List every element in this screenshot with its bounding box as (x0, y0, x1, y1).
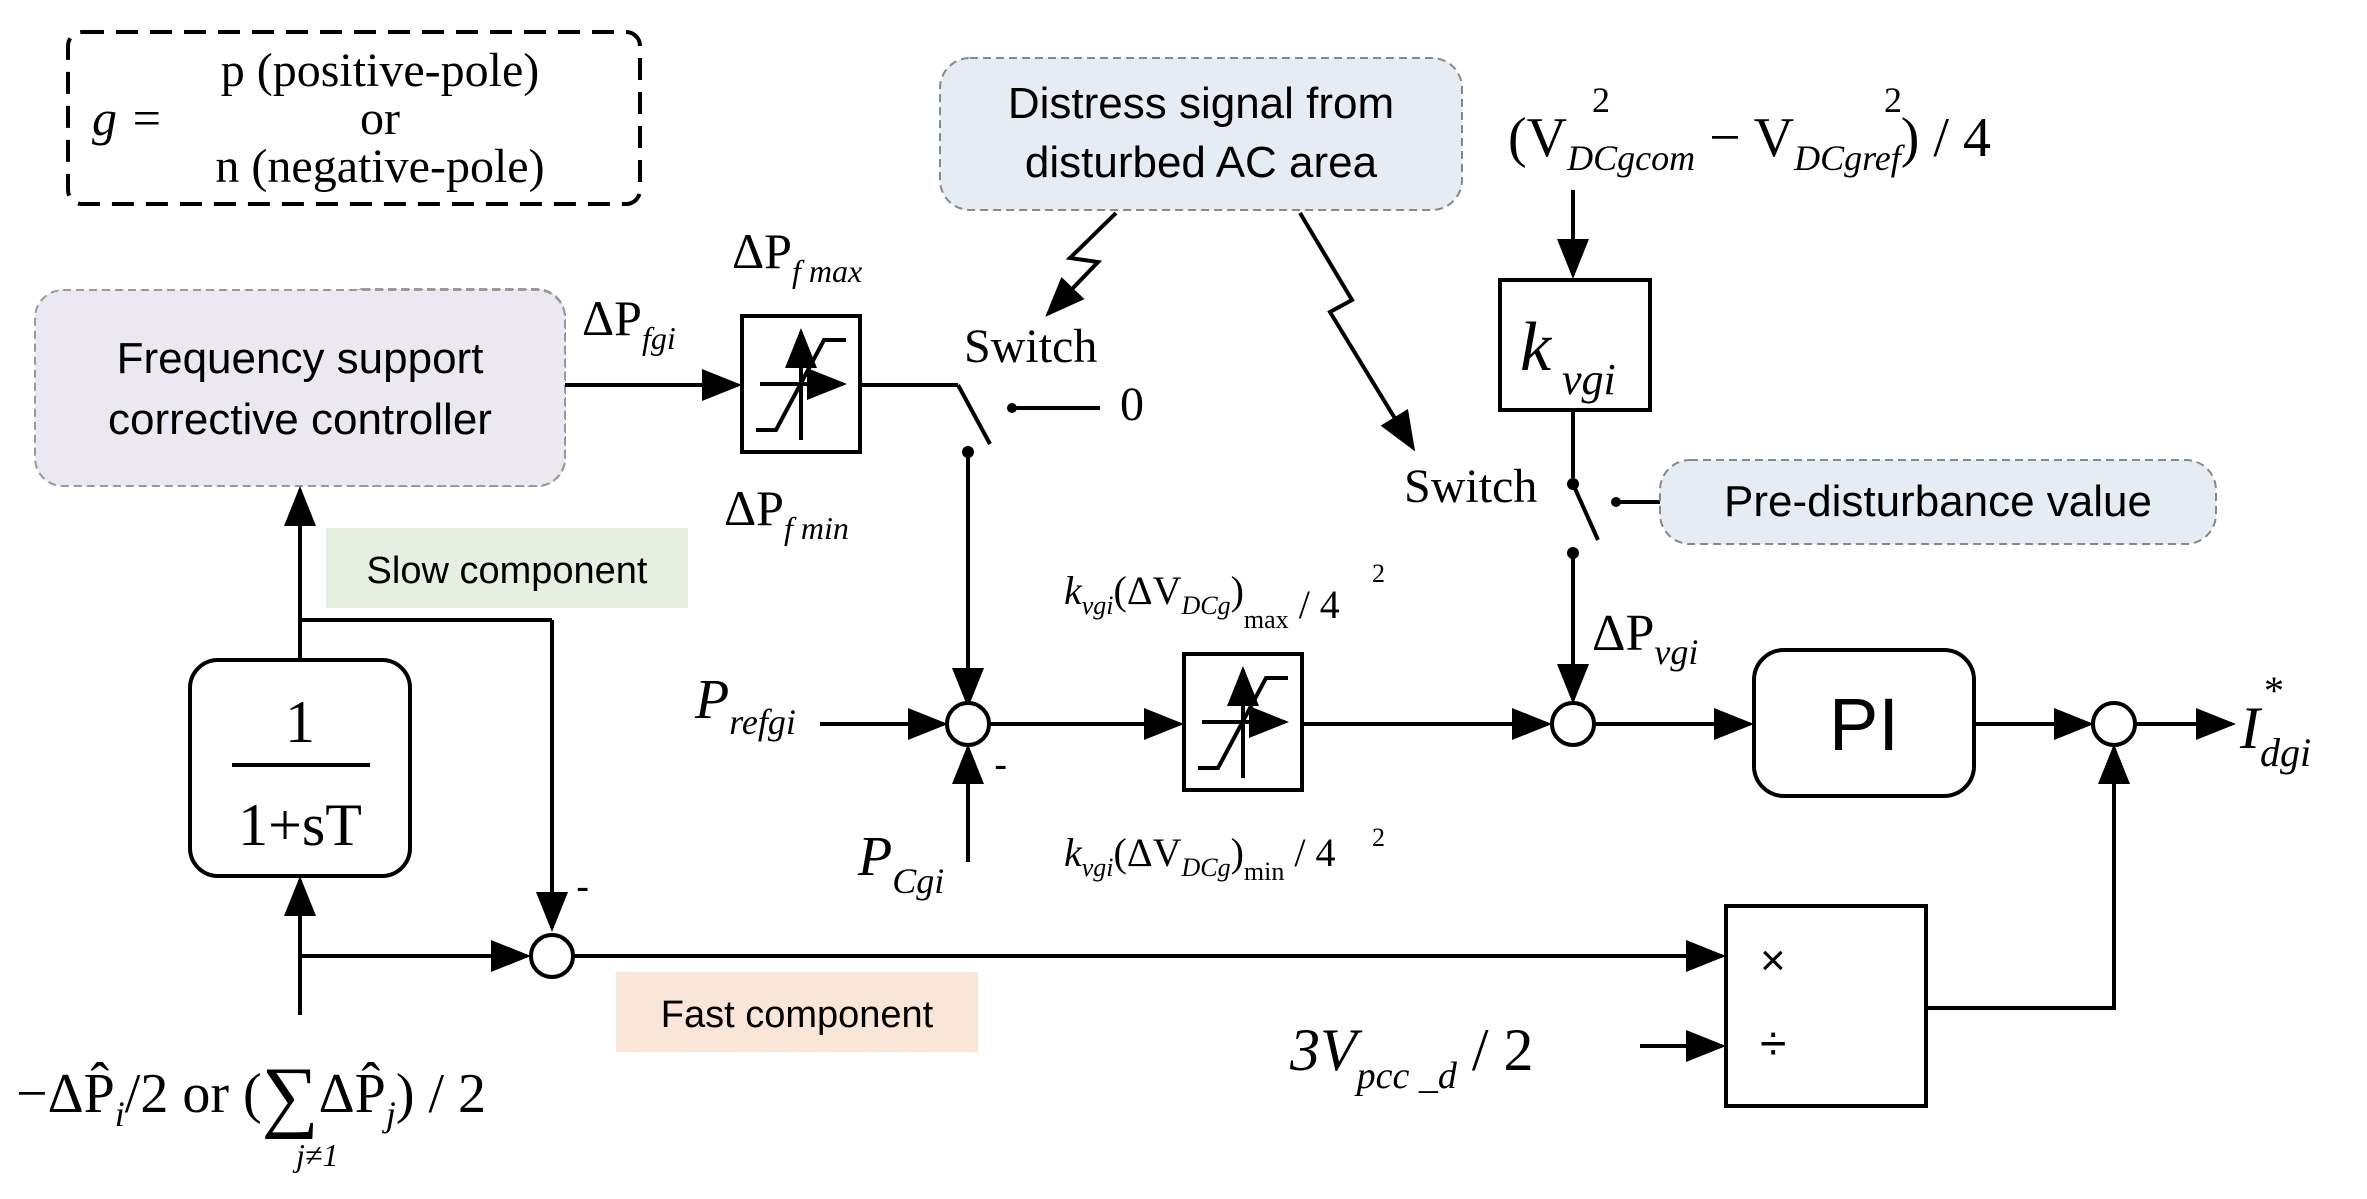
label-pcgi: PCgi (857, 826, 944, 901)
mult-sign: × (1760, 936, 1786, 985)
label-input-expr: −ΔP̂i/2 or (∑ΔP̂j) / 2 (16, 1052, 486, 1140)
label-vdc-sq1: 2 (1592, 80, 1610, 120)
pole-legend: g = p (positive-pole) or n (negative-pol… (66, 30, 642, 206)
freq-support-box (34, 289, 566, 487)
sum-junction-1 (945, 701, 991, 747)
legend-line1: p (positive-pole) (221, 44, 540, 97)
label-lim2-max-sq: 2 (1372, 559, 1385, 588)
lowpass-filter-block: 1 1+sT (188, 658, 412, 878)
pi-controller-block: PI (1752, 648, 1976, 798)
label-lim2-min-sq: 2 (1372, 823, 1385, 852)
limiter-2 (1182, 652, 1304, 792)
label-dpvgi: ΔPvgi (1592, 605, 1698, 672)
svg-text:PI: PI (1829, 683, 1899, 766)
legend-g: g = (92, 90, 163, 146)
label-switch2: Switch (1404, 460, 1537, 513)
label-switch1: Switch (964, 320, 1097, 373)
wire-mult-sum3 (1926, 744, 2130, 1010)
label-lim2-max: kvgi(ΔVDCg)max / 4 (1064, 568, 1340, 634)
distress-signal-to-switch1 (1045, 211, 1118, 317)
svg-text:1+sT: 1+sT (238, 792, 362, 858)
svg-text:vgi: vgi (1562, 355, 1616, 404)
legend-line2: or (360, 92, 400, 145)
label-vdc-expr: (VDCgcom − VDCgref) / 4 (1508, 107, 1991, 178)
label-minus1: - (994, 743, 1007, 787)
distress-callout: Distress signal from disturbed AC area (939, 57, 1463, 211)
label-dpfmax: ΔPf max (732, 223, 862, 289)
slow-component-label: Slow component (326, 528, 688, 608)
label-dpfgi: ΔPfgi (582, 290, 676, 356)
freq-line1: Frequency support (117, 334, 484, 383)
label-vpcc: 3Vpcc _d / 2 (1289, 1017, 1534, 1097)
freq-line2: corrective controller (108, 395, 492, 444)
distress-signal-to-switch2 (1298, 211, 1416, 452)
fast-component-label: Fast component (616, 972, 978, 1052)
sum-junction-2 (1550, 701, 1596, 747)
svg-text:Fast component: Fast component (661, 994, 934, 1036)
label-idgi: Idgi (2239, 695, 2311, 775)
label-zero: 0 (1120, 378, 1144, 431)
label-minus2: - (576, 865, 589, 909)
label-input-sum-index: j≠1 (292, 1137, 338, 1173)
kvgi-gain-block: k vgi (1498, 278, 1652, 412)
sum-junction-3 (2091, 701, 2137, 747)
label-pref: Prefgi (694, 669, 796, 742)
distress-line2: disturbed AC area (1025, 138, 1378, 187)
legend-line3: n (negative-pole) (215, 140, 544, 193)
switch2-blade (1571, 483, 1600, 541)
svg-text:Pre-disturbance value: Pre-disturbance value (1724, 477, 2152, 526)
svg-text:1: 1 (285, 689, 315, 755)
label-dpfmin: ΔPf min (724, 480, 849, 546)
div-sign: ÷ (1760, 1018, 1786, 1071)
label-idgi-star: * (2264, 668, 2284, 713)
switch1-blade (956, 384, 992, 445)
svg-text:k: k (1520, 309, 1553, 386)
svg-text:Slow component: Slow component (367, 550, 648, 592)
label-lim2-min: kvgi(ΔVDCg)min / 4 (1064, 830, 1336, 886)
sum-junction-4 (529, 933, 575, 979)
limiter-1 (740, 314, 862, 454)
distress-line1: Distress signal from (1008, 79, 1394, 128)
pre-disturbance-callout: Pre-disturbance value (1659, 459, 2217, 545)
label-vdc-sq2: 2 (1884, 80, 1902, 120)
mult-div-block: × ÷ (1724, 904, 1928, 1108)
